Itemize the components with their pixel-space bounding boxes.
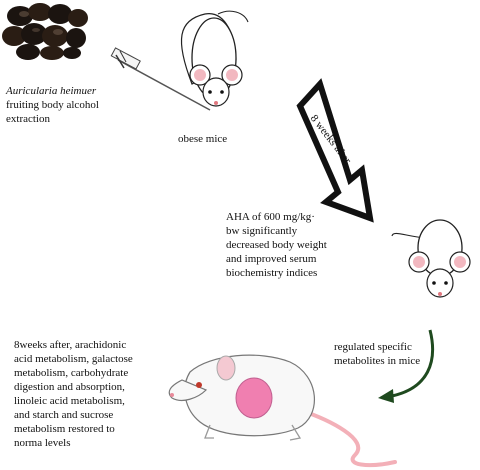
mouse-icon — [180, 10, 249, 107]
mouse-icon — [391, 219, 471, 298]
arrow-icon — [296, 78, 374, 223]
obese-mice-label: obese mice — [178, 133, 228, 145]
result-text: AHA of 600 mg/kg· bw significantly decre… — [226, 211, 327, 279]
regulation-text: regulated specific metabolites in mice — [334, 341, 421, 367]
mushroom-pile-icon — [2, 3, 88, 60]
curved-arrow-icon — [378, 329, 435, 403]
extraction-label: fruiting body alcohol extraction — [6, 99, 99, 125]
rat-icon — [168, 354, 397, 468]
species-name: Auricularia heimuer — [6, 85, 97, 97]
metabolism-text: 8weeks after, arachidonic acid metabolis… — [14, 339, 133, 449]
syringe-icon — [110, 47, 211, 111]
